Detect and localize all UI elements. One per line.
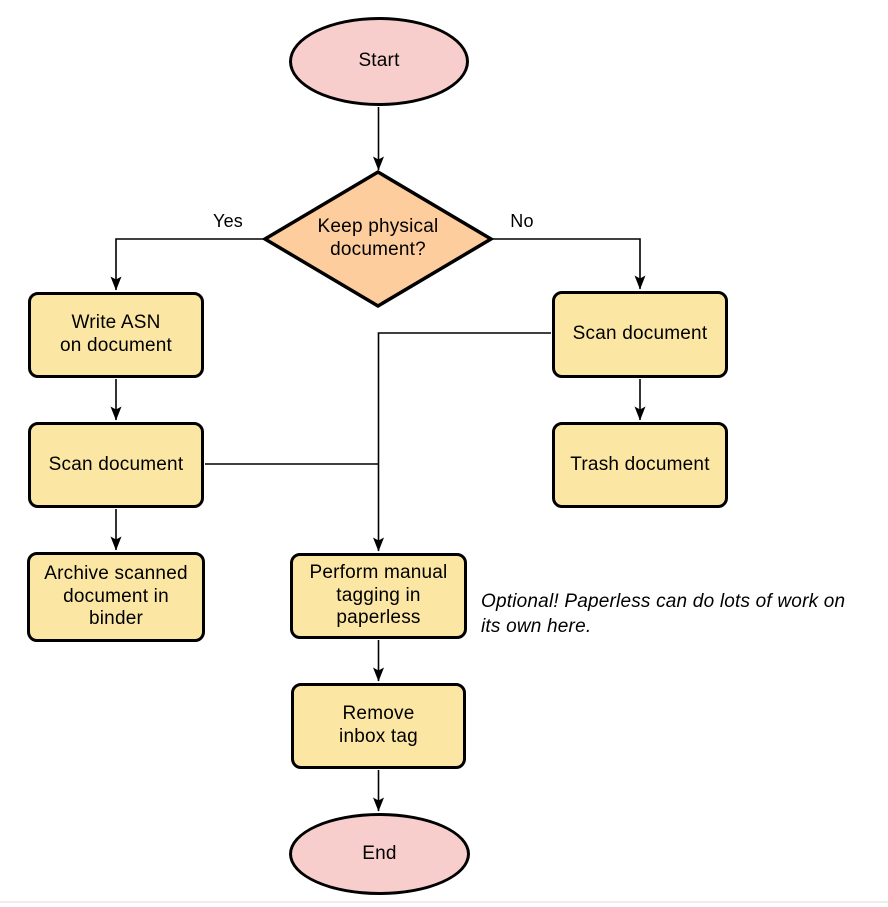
node-tagging-label: Perform manual tagging in paperless	[309, 561, 448, 629]
node-trash-label: Trash document	[570, 453, 710, 475]
flowchart-node-trash: Trash document	[552, 422, 728, 508]
node-decision-label: Keep physical document?	[317, 216, 439, 260]
node-start-label: Start	[358, 50, 400, 71]
flowchart-node-tagging: Perform manual tagging in paperless	[290, 553, 467, 639]
flowchart-node-decision: Keep physical document?	[261, 168, 495, 310]
edge-label-yes: Yes	[213, 211, 243, 231]
flowchart-node-start: Start	[289, 17, 469, 106]
node-archive-label: Archive scanned document in binder	[44, 562, 188, 630]
flowchart-node-end: End	[289, 813, 470, 895]
flowchart-node-remove-inbox: Remove inbox tag	[291, 683, 466, 769]
node-scan-left-label: Scan document	[48, 453, 184, 475]
annotation-note: Optional! Paperless can do lots of work …	[481, 591, 846, 638]
decision-diamond-shape	[261, 169, 495, 309]
edge-decision-yes-to-write-asn	[110, 238, 264, 291]
flowchart-node-scan-left: Scan document	[28, 422, 204, 508]
page-bottom-border	[0, 901, 888, 903]
edge-decision-no-to-scan-right	[492, 238, 646, 290]
edge-scan-right-to-tagging	[373, 332, 551, 552]
flowchart-node-write-asn: Write ASN on document	[28, 292, 204, 378]
flowchart-node-archive: Archive scanned document in binder	[27, 552, 205, 642]
node-scan-right-label: Scan document	[572, 323, 708, 344]
flowchart-node-scan-right: Scan document	[552, 291, 728, 378]
node-end-label: End	[362, 842, 397, 864]
edge-label-no: No	[510, 211, 534, 231]
node-remove-inbox-label: Remove inbox tag	[339, 703, 418, 747]
node-write-asn-label: Write ASN on document	[59, 312, 173, 356]
